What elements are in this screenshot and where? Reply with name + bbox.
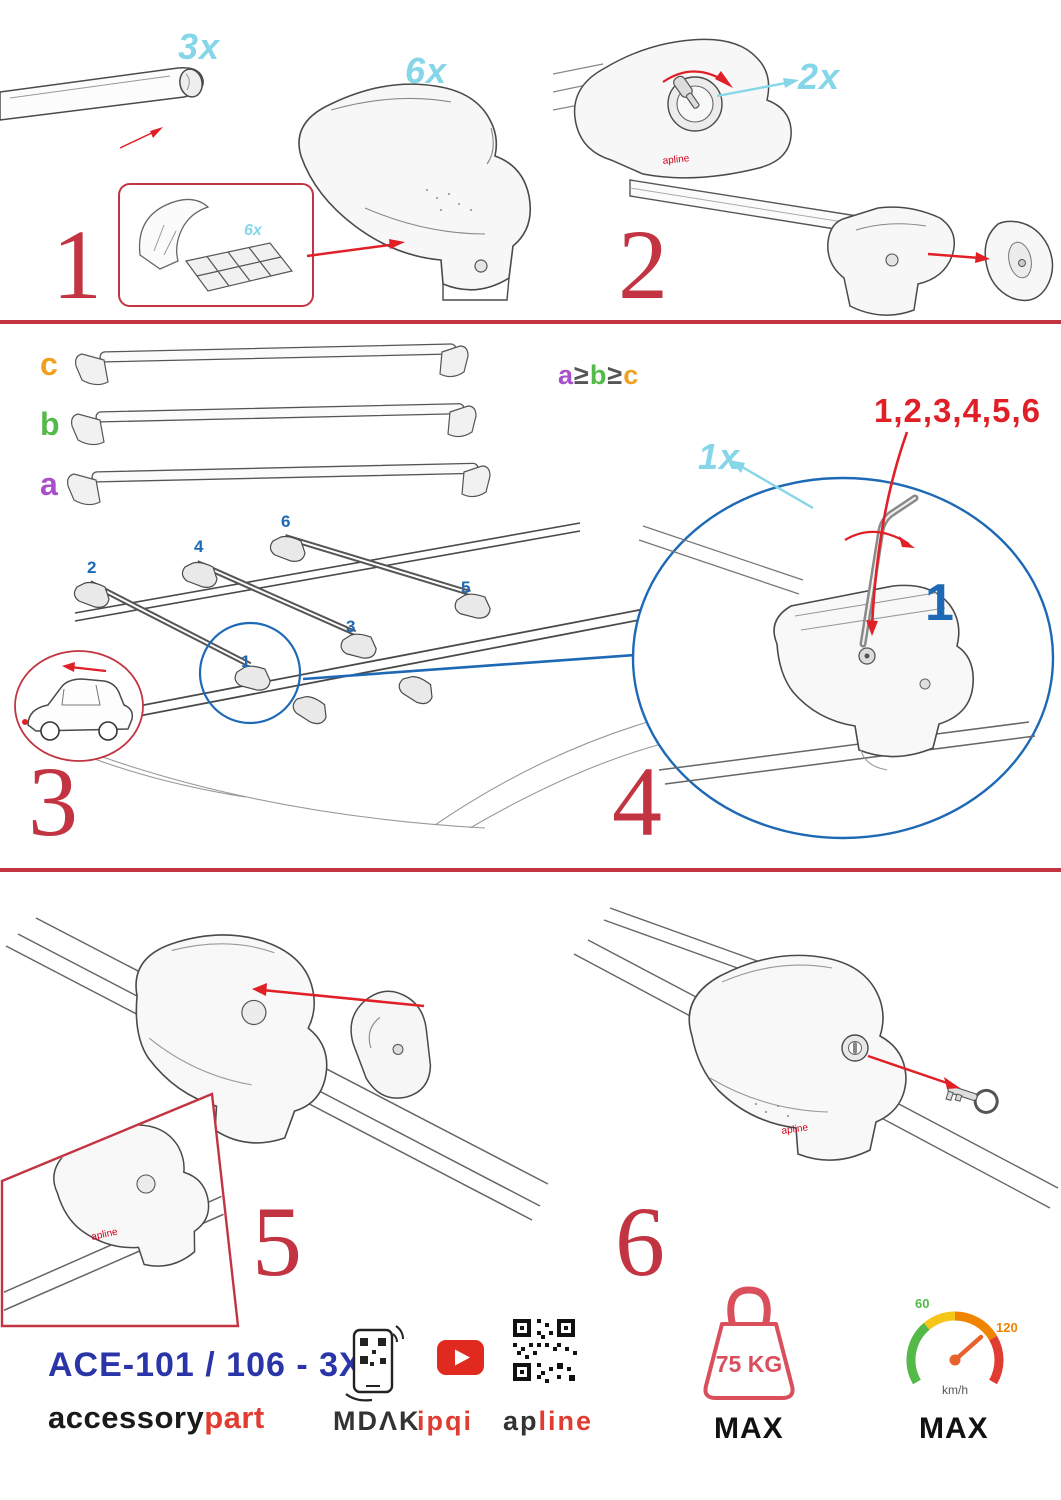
rule-geq-1: ≥ xyxy=(574,360,590,390)
logo-apline: apline xyxy=(503,1406,593,1437)
pos-5: 5 xyxy=(461,578,470,597)
scan-phone-icon xyxy=(345,1325,404,1402)
qty-bar-label: 3x xyxy=(178,26,221,67)
logo-ipqi: ipqi xyxy=(417,1406,473,1436)
texture-dots xyxy=(426,189,472,211)
clamp-mounting-illustration: apline xyxy=(0,917,549,1328)
qr-mini xyxy=(360,1338,386,1366)
step6-number: 6 xyxy=(615,1186,665,1297)
qty-key-label: 2x xyxy=(798,56,841,97)
sequence-arrow xyxy=(866,431,909,636)
pos-3: 3 xyxy=(346,617,355,636)
needle xyxy=(952,1334,984,1363)
bar-b xyxy=(71,403,477,446)
pad-to-foot-arrow xyxy=(306,239,405,258)
key-arrow xyxy=(867,1054,960,1089)
logo-apline-black: ap xyxy=(503,1406,539,1436)
rotate-arrow xyxy=(844,530,915,548)
bar-c xyxy=(75,343,469,386)
size-label-a: a xyxy=(40,466,58,502)
signal-arcs xyxy=(392,1325,404,1343)
car-roof-illustration: 2 4 6 1 3 5 xyxy=(49,512,666,829)
model-code: ACE-101 / 106 - 3X xyxy=(48,1346,363,1384)
speedometer-icon: 60 120 km/h xyxy=(906,1296,1018,1397)
bar-endcap-illustration xyxy=(629,179,1054,316)
key-icon xyxy=(673,75,700,109)
brand-mark: apline xyxy=(781,1122,809,1137)
rule-c: c xyxy=(623,360,640,390)
turn-arrow xyxy=(662,70,733,88)
logo-apline-red: line xyxy=(538,1406,594,1436)
tightening-detail-illustration: 1 xyxy=(631,431,1055,840)
rule-geq-2: ≥ xyxy=(607,360,624,390)
pos-2: 2 xyxy=(87,558,96,577)
pointer-arrow xyxy=(119,127,163,149)
insert-arrow xyxy=(927,252,990,263)
assembled-bars-illustration xyxy=(67,343,491,506)
brand-name: accessorypart xyxy=(48,1400,265,1436)
locking-illustration: apline xyxy=(573,907,1059,1209)
pos-6: 6 xyxy=(281,512,290,531)
rule-a: a xyxy=(558,360,575,390)
logo-mdak: MDΛK xyxy=(333,1406,421,1436)
position-numbers: 2 4 6 1 3 5 xyxy=(87,512,470,671)
hand-line xyxy=(345,1393,373,1402)
direction-arrow xyxy=(62,662,107,673)
brand-mark: apline xyxy=(662,153,690,167)
roof-rail-lines xyxy=(658,721,1036,785)
section-divider-2 xyxy=(0,868,1061,872)
pad-grid xyxy=(184,242,294,292)
bar-a xyxy=(67,462,491,506)
slide-arrow xyxy=(252,983,425,1008)
brand-name-black: accessory xyxy=(48,1400,205,1435)
qty-pad-label: 6x xyxy=(244,222,263,239)
pos-4: 4 xyxy=(194,537,204,556)
brand-name-red: part xyxy=(204,1400,265,1435)
youtube-icon xyxy=(437,1340,484,1375)
pos-1: 1 xyxy=(241,652,250,671)
callout-number: 1 xyxy=(925,574,954,632)
section-divider-1 xyxy=(0,320,1061,324)
car-inset-illustration xyxy=(14,650,144,762)
size-label-c: c xyxy=(40,346,58,382)
car-silhouette xyxy=(22,678,134,741)
far-rail xyxy=(74,522,581,622)
rule-b: b xyxy=(589,360,608,390)
max-weight-icon: 75 KG xyxy=(703,1286,795,1400)
step5-number: 5 xyxy=(252,1186,302,1297)
rubber-pad-inset: 6x xyxy=(118,183,314,307)
clamp-piece xyxy=(350,990,432,1099)
rubber-pad-illustration: 6x xyxy=(138,198,294,292)
speed-high: 120 xyxy=(996,1320,1018,1335)
size-rule: a≥b≥c xyxy=(558,360,639,391)
qty-pointer xyxy=(716,78,799,98)
speed-low: 60 xyxy=(915,1296,929,1311)
foot-clamp xyxy=(688,954,907,1161)
focus-circle xyxy=(198,621,302,725)
size-label-b: b xyxy=(40,406,60,442)
crossbar-illustration xyxy=(0,67,204,149)
step4-number: 4 xyxy=(612,746,662,857)
step3-number: 3 xyxy=(28,746,78,857)
foot-clamp xyxy=(135,934,328,1144)
foot-clamp xyxy=(773,584,974,758)
foot-lock-illustration: apline xyxy=(552,38,799,179)
weight-max-label: MAX xyxy=(714,1412,784,1445)
step1-number: 1 xyxy=(52,209,102,320)
qty-tool-label: 1x xyxy=(698,436,741,477)
car-body-lines xyxy=(54,716,666,829)
tighten-sequence: 1,2,3,4,5,6 xyxy=(874,392,1041,429)
mounted-crossbars xyxy=(88,534,471,668)
texture-dots xyxy=(755,1103,789,1117)
weight-value: 75 KG xyxy=(716,1351,782,1377)
speed-unit: km/h xyxy=(942,1383,968,1397)
qr-code xyxy=(512,1318,578,1384)
qty-foot-label: 6x xyxy=(405,50,448,91)
tool-pointer xyxy=(729,460,814,510)
speed-max-label: MAX xyxy=(919,1412,989,1445)
step2-number: 2 xyxy=(618,209,668,320)
